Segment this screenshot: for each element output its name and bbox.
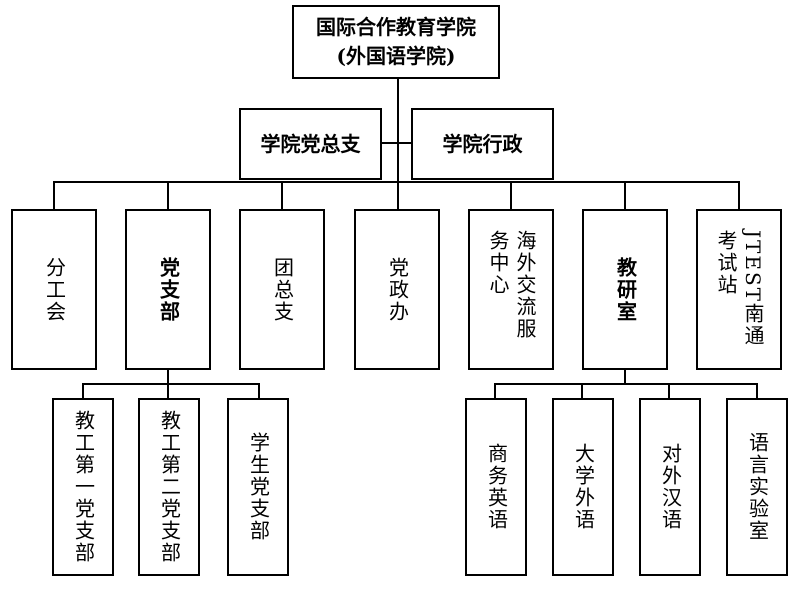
daxue-node: 大学外语 [552,398,614,576]
root-line1: 国际合作教育学院 [316,15,476,39]
party-branch-node: 学院党总支 [239,108,382,180]
duiwai-node: 对外汉语 [639,398,701,576]
yuyan-node: 语言实验室 [726,398,788,576]
jtest-label: JTEST南通考试站 [714,229,765,347]
connector-jiaoyanshi-down [624,370,626,383]
jiaogong1-label: 教工第一党支部 [71,410,96,564]
connector-dangzhibu-down [167,370,169,383]
daxue-label: 大学外语 [571,443,596,531]
connector-drop-4 [397,181,399,209]
connector-drop-3 [281,181,283,209]
xuesheng-node: 学生党支部 [227,398,289,576]
jiaogong2-node: 教工第二党支部 [138,398,200,576]
connector-right-drop-4 [756,383,758,398]
connector-level1 [381,142,413,144]
dangzhengban-node: 党政办 [354,209,440,370]
connector-left-bar [82,383,260,385]
jtest-node: JTEST南通考试站 [696,209,782,370]
tuanzongzhi-node: 团总支 [239,209,325,370]
root-line2: (外国语学院) [336,44,456,68]
admin-label: 学院行政 [442,131,523,156]
connector-left-drop-1 [82,383,84,398]
connector-drop-5 [510,181,512,209]
connector-left-drop-3 [258,383,260,398]
xuesheng-label: 学生党支部 [246,432,271,542]
fengonghui-label: 分工会 [42,256,67,323]
haiwai-label: 海外交流服务中心 [486,229,537,340]
jiaoyanshi-node: 教研室 [582,209,668,370]
duiwai-label: 对外汉语 [658,443,683,531]
root-node: 国际合作教育学院 (外国语学院) [292,5,500,79]
dangzhibu-label: 党支部 [156,256,181,323]
connector-right-drop-3 [668,383,670,398]
dangzhengban-label: 党政办 [385,256,410,323]
root-label: 国际合作教育学院 (外国语学院) [316,13,476,71]
dangzhibu-node: 党支部 [125,209,211,370]
yuyan-label: 语言实验室 [745,432,770,542]
party-branch-label: 学院党总支 [260,131,361,156]
connector-drop-1 [53,181,55,209]
connector-root-down [397,79,399,181]
connector-right-bar [494,383,758,385]
connector-drop-2 [167,181,169,209]
tuanzongzhi-label: 团总支 [270,256,295,323]
connector-right-drop-2 [581,383,583,398]
connector-left-drop-2 [167,383,169,398]
connector-level2-bar [53,181,740,183]
jiaoyanshi-label: 教研室 [613,256,638,323]
admin-node: 学院行政 [411,108,554,180]
shangwu-node: 商务英语 [465,398,527,576]
connector-drop-6 [624,181,626,209]
connector-drop-7 [738,181,740,209]
jiaogong1-node: 教工第一党支部 [52,398,114,576]
jiaogong2-label: 教工第二党支部 [157,410,182,564]
shangwu-label: 商务英语 [484,443,509,531]
connector-right-drop-1 [494,383,496,398]
fengonghui-node: 分工会 [11,209,97,370]
haiwai-node: 海外交流服务中心 [468,209,554,370]
